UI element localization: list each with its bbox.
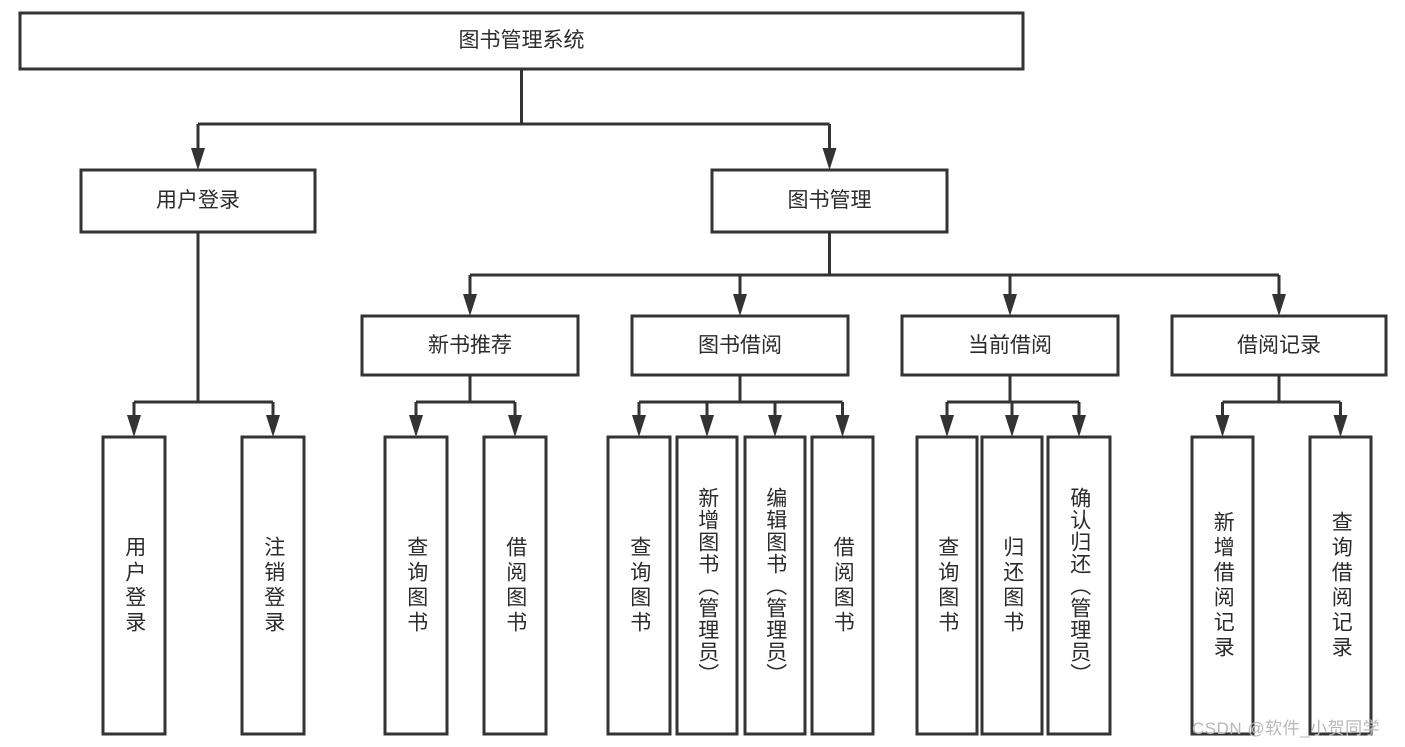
connector-layer — [127, 69, 1348, 437]
node-box-leaf-confirm-return[interactable] — [1046, 435, 1112, 736]
node-box-leaf-query-book-3[interactable] — [915, 435, 979, 736]
node-box-leaf-return-book[interactable] — [980, 435, 1044, 736]
node-box-leaf-user-login[interactable] — [101, 435, 167, 736]
node-box-leaf-query-record[interactable] — [1308, 435, 1373, 736]
node-box-root[interactable] — [18, 11, 1025, 71]
arrow-head-icon — [632, 415, 646, 437]
arrow-head-icon — [733, 294, 747, 316]
node-box-leaf-logout[interactable] — [240, 435, 306, 736]
arrow-head-icon — [266, 415, 280, 437]
arrow-head-icon — [191, 148, 205, 170]
node-box-leaf-add-book[interactable] — [675, 435, 739, 736]
node-box-leaf-query-book-1[interactable] — [383, 435, 449, 736]
node-box-user-login[interactable] — [79, 168, 317, 234]
node-box-book-borrow[interactable] — [630, 314, 850, 377]
arrow-head-icon — [1215, 415, 1230, 437]
node-box-new-book-recommend[interactable] — [360, 314, 580, 377]
arrow-head-icon — [463, 294, 477, 316]
arrow-head-icon — [940, 415, 954, 437]
arrow-head-icon — [822, 148, 837, 170]
arrow-head-icon — [1333, 415, 1348, 437]
node-box-borrow-record[interactable] — [1170, 314, 1388, 377]
csdn-watermark: CSDN @软件_小贺同学 — [1192, 719, 1381, 738]
arrow-head-icon — [127, 415, 141, 437]
node-box-leaf-query-book-2[interactable] — [606, 435, 672, 736]
arrow-head-icon — [409, 415, 423, 437]
arrow-head-icon — [508, 415, 522, 437]
node-box-book-management[interactable] — [710, 168, 949, 234]
arrow-head-icon — [1005, 415, 1019, 437]
arrow-head-icon — [768, 415, 782, 437]
arrow-head-icon — [1003, 294, 1017, 316]
node-box-leaf-edit-book[interactable] — [743, 435, 807, 736]
node-box-leaf-add-record[interactable] — [1190, 435, 1255, 736]
node-layer — [18, 11, 1388, 736]
arrow-head-icon — [835, 415, 850, 437]
node-box-leaf-borrow-book-2[interactable] — [810, 435, 875, 736]
arrow-head-icon — [700, 415, 714, 437]
arrow-head-icon — [1072, 415, 1086, 437]
arrow-head-icon — [1272, 294, 1286, 316]
node-box-leaf-borrow-book-1[interactable] — [482, 435, 548, 736]
node-box-current-borrow[interactable] — [900, 314, 1120, 377]
